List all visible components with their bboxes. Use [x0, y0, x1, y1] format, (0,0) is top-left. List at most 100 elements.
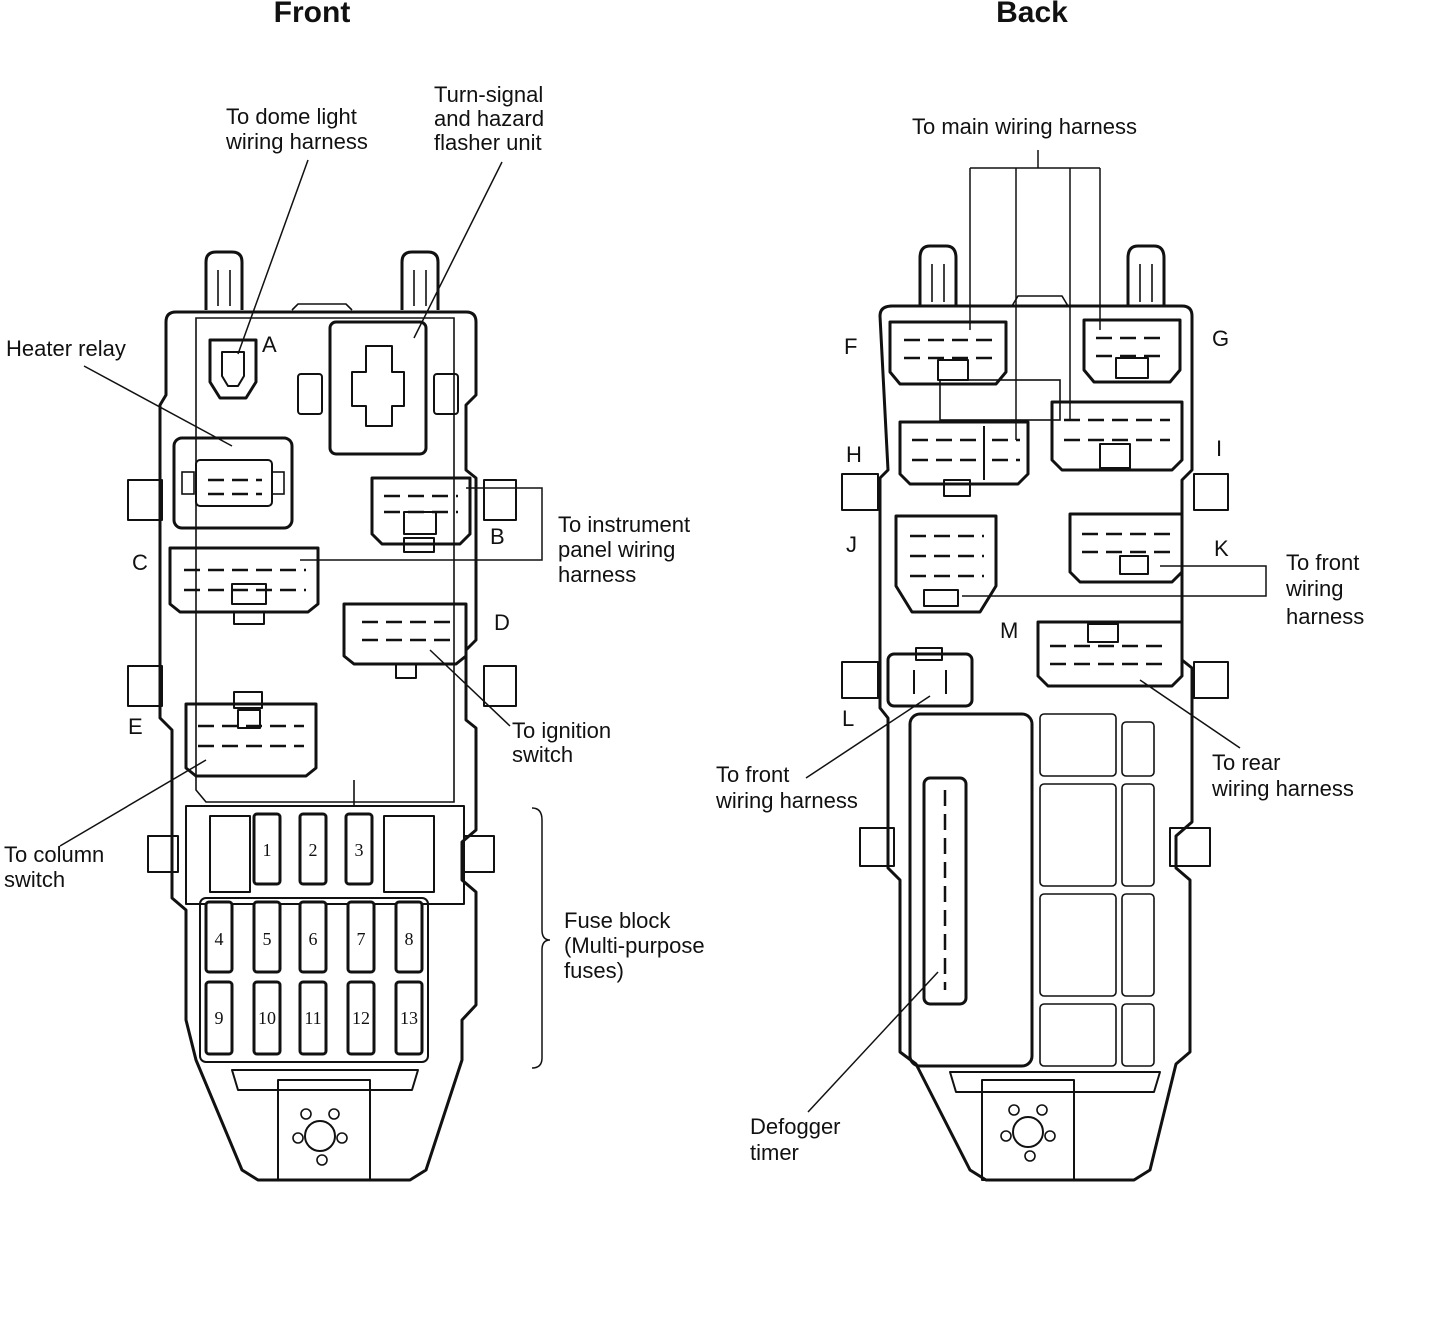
label-turn-signal: Turn-signal and hazard flasher unit: [434, 82, 550, 155]
connector-label-m: M: [1000, 618, 1018, 643]
back-tab-left-2: [841, 661, 879, 699]
label-dome-light: To dome light wiring harness: [225, 104, 368, 154]
back-mount-hole: [1012, 1116, 1044, 1148]
fuse-label-1: 1: [263, 840, 272, 860]
connector-j: [894, 514, 998, 614]
connector-label-e: E: [128, 714, 143, 739]
connector-label-k: K: [1214, 536, 1229, 561]
leader-heater-relay: [83, 365, 233, 447]
front-tab-left-1: [127, 479, 163, 521]
connector-b: [370, 476, 472, 546]
front-tab-left-2: [127, 665, 163, 707]
fuse-label-7: 7: [357, 929, 366, 949]
connector-label-d: D: [494, 610, 510, 635]
back-tab-right-3: [1169, 827, 1211, 867]
label-front-harness-left: To front wiring harness: [715, 762, 858, 813]
fuse-block-top-frame: [185, 805, 465, 905]
connector-f: [888, 320, 1008, 386]
label-defogger: Defogger timer: [750, 1114, 847, 1165]
defogger-housing: [908, 712, 1034, 1068]
connector-h: [898, 420, 1030, 486]
front-clip-left: [204, 250, 244, 310]
connector-e: [184, 702, 318, 778]
fuse-2[interactable]: [298, 812, 328, 886]
fuse-13[interactable]: [394, 980, 424, 1056]
back-title: Back: [996, 0, 1068, 29]
leader-front-harness-right: [962, 565, 1267, 597]
fuse-label-6: 6: [309, 929, 318, 949]
front-tab-right-3: [463, 835, 495, 873]
front-tab-left-3: [147, 835, 179, 873]
fuse-7[interactable]: [346, 900, 376, 974]
leader-instrument-panel: [300, 487, 543, 561]
fuse-10[interactable]: [252, 980, 282, 1056]
back-body-outline: [878, 304, 1194, 1182]
front-mount-hole: [304, 1120, 336, 1152]
label-ignition: To ignition switch: [512, 718, 617, 767]
leader-dome-light: [237, 159, 309, 355]
back-mount-plate: [981, 1079, 1075, 1181]
connector-l: [886, 652, 974, 708]
connector-m: [1036, 620, 1184, 688]
fuse-4[interactable]: [204, 900, 234, 974]
label-column-switch: To column switch: [4, 842, 110, 892]
connector-c: [168, 546, 320, 614]
front-inner-outline: [195, 317, 455, 803]
fuse-puller-slot: [209, 815, 251, 893]
back-tab-right-2: [1193, 661, 1229, 699]
connector-label-b: B: [490, 524, 505, 549]
front-body-outline: [158, 310, 478, 1182]
fuse-label-4: 4: [215, 929, 224, 949]
fuse-label-10: 10: [258, 1008, 276, 1028]
fuse-label-8: 8: [405, 929, 414, 949]
defogger-timer: [922, 776, 968, 1006]
flasher-side-slot-right: [433, 373, 459, 415]
back-tab-left-3: [859, 827, 895, 867]
label-fuse-block: Fuse block (Multi-purpose fuses): [564, 908, 711, 983]
label-instrument-panel: To instrument panel wiring harness: [558, 512, 696, 587]
fuse-label-11: 11: [304, 1008, 321, 1028]
connector-label-l: L: [842, 706, 854, 731]
leader-rear-harness: [1139, 679, 1241, 749]
front-view: Front: [4, 0, 711, 1182]
connector-k: [1068, 512, 1184, 584]
fuse-5[interactable]: [252, 900, 282, 974]
back-tab-right-1: [1193, 473, 1229, 511]
leader-front-harness-left: [805, 695, 931, 779]
leader-defogger: [807, 971, 939, 1113]
connector-label-g: G: [1212, 326, 1229, 351]
connector-d: [342, 602, 468, 666]
leader-column-switch: [59, 759, 207, 847]
leader-turn-signal: [413, 161, 503, 339]
leader-ignition: [429, 649, 511, 727]
connector-label-h: H: [846, 442, 862, 467]
back-clip-left: [918, 244, 958, 306]
back-view: Back: [715, 0, 1366, 1182]
fuse-12[interactable]: [346, 980, 376, 1056]
fuse-1[interactable]: [252, 812, 282, 886]
fuse-block-frame: [199, 897, 429, 1063]
back-tab-left-1: [841, 473, 879, 511]
connector-i: [1050, 400, 1184, 472]
label-front-harness-right: To front wiring harness: [1285, 550, 1366, 629]
fuse-3[interactable]: [344, 812, 374, 886]
fuses: 1 2 3 4 5 6 7 8 9 10 11 12 13: [204, 812, 424, 1056]
flasher-side-slot-left: [297, 373, 323, 415]
fuse-9[interactable]: [204, 980, 234, 1056]
fuse-label-9: 9: [215, 1008, 224, 1028]
flasher-unit: [328, 320, 428, 456]
connector-label-c: C: [132, 550, 148, 575]
connector-a: [208, 338, 258, 400]
fuse-8[interactable]: [394, 900, 424, 974]
connector-label-i: I: [1216, 436, 1222, 461]
fuse-6[interactable]: [298, 900, 328, 974]
fuse-11[interactable]: [298, 980, 328, 1056]
label-heater-relay: Heater relay: [6, 336, 126, 361]
fuse-label-2: 2: [309, 840, 318, 860]
fuse-label-3: 3: [355, 840, 364, 860]
connector-label-a: A: [262, 332, 277, 357]
front-tab-right-2: [483, 665, 517, 707]
connector-label-f: F: [844, 334, 857, 359]
fuse-label-13: 13: [400, 1008, 418, 1028]
